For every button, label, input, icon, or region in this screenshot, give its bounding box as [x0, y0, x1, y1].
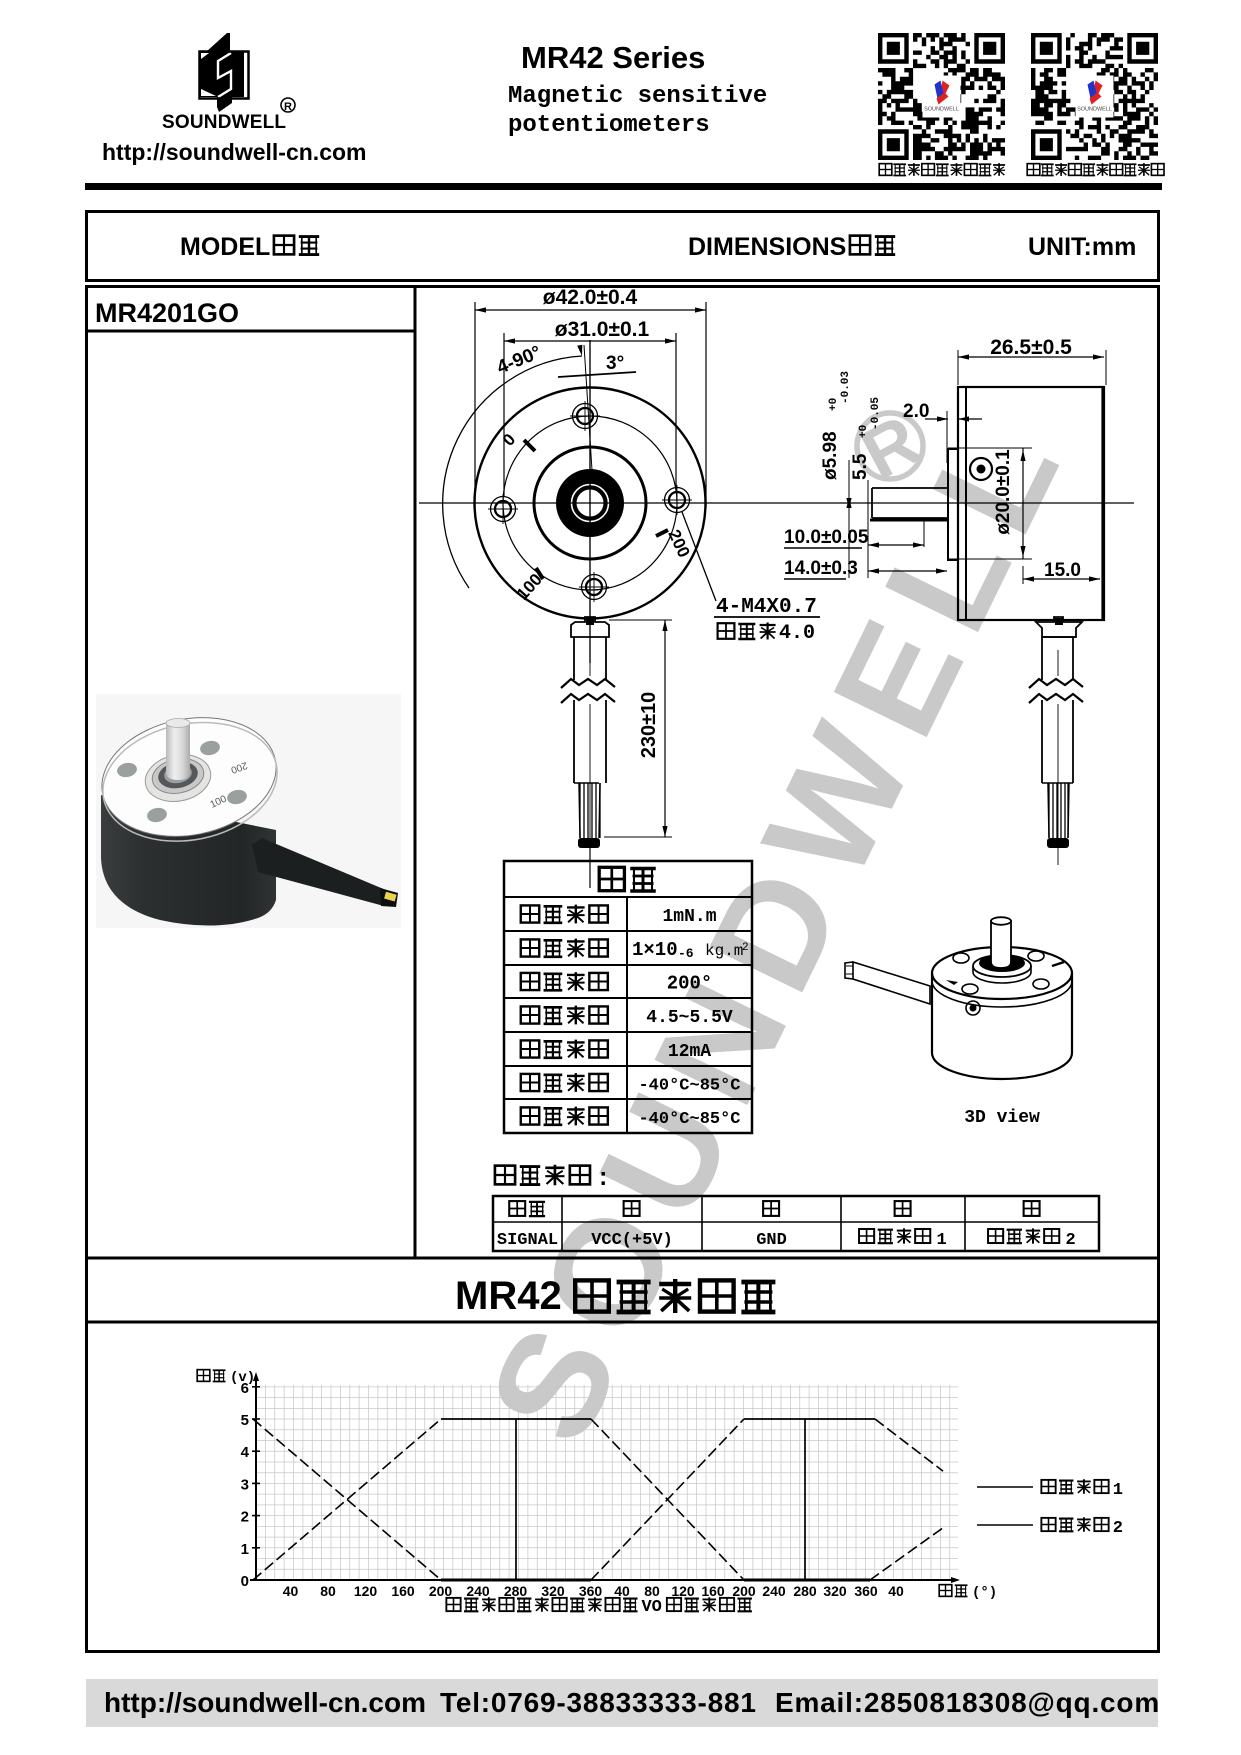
svg-text:MR42: MR42 — [455, 1274, 562, 1318]
svg-text:280: 280 — [504, 1583, 528, 1599]
svg-text:240: 240 — [466, 1583, 490, 1599]
svg-text:3D view: 3D view — [964, 1108, 1040, 1128]
svg-text:1: 1 — [1113, 1481, 1123, 1500]
svg-text:240: 240 — [762, 1583, 786, 1599]
svg-text:R: R — [284, 101, 292, 113]
svg-text:DIMENSIONS: DIMENSIONS — [688, 233, 846, 261]
svg-text:120: 120 — [671, 1583, 695, 1599]
svg-text:230±10: 230±10 — [638, 692, 660, 759]
svg-text:4-M4X0.7: 4-M4X0.7 — [716, 596, 817, 619]
svg-text:160: 160 — [701, 1583, 725, 1599]
svg-text:SIGNAL: SIGNAL — [497, 1231, 558, 1250]
svg-text:-0.03: -0.03 — [840, 371, 852, 404]
svg-text:http://soundwell-cn.com: http://soundwell-cn.com — [102, 139, 367, 165]
svg-text:12mA: 12mA — [668, 1042, 711, 1062]
svg-text:ø20.0±0.1: ø20.0±0.1 — [993, 449, 1014, 535]
svg-text:potentiometers: potentiometers — [508, 112, 710, 139]
svg-text:1: 1 — [936, 1231, 946, 1250]
svg-text:MR42 Series: MR42 Series — [521, 40, 705, 75]
svg-text:2: 2 — [1065, 1231, 1075, 1250]
svg-text:-6: -6 — [678, 946, 694, 961]
svg-text:1×10: 1×10 — [632, 939, 678, 961]
svg-text:320: 320 — [541, 1583, 565, 1599]
svg-text:-40°C~85°C: -40°C~85°C — [638, 1077, 740, 1096]
svg-text:SOUNDWELL: SOUNDWELL — [162, 112, 286, 133]
svg-text:2.0: 2.0 — [903, 401, 929, 422]
svg-text:3: 3 — [241, 1476, 249, 1493]
svg-text:(v): (v) — [230, 1370, 255, 1386]
svg-text:http://soundwell-cn.com: http://soundwell-cn.com — [104, 1687, 426, 1718]
svg-text:320: 320 — [823, 1583, 847, 1599]
svg-text:MR4201GO: MR4201GO — [95, 298, 239, 328]
svg-text:ø5.98: ø5.98 — [820, 431, 841, 480]
svg-text:120: 120 — [354, 1583, 378, 1599]
svg-text:2: 2 — [1113, 1519, 1123, 1538]
svg-text:Magnetic sensitive: Magnetic sensitive — [508, 83, 767, 110]
svg-text:ø31.0±0.1: ø31.0±0.1 — [555, 318, 650, 341]
svg-text:5: 5 — [241, 1412, 249, 1429]
svg-text:2: 2 — [241, 1509, 249, 1526]
svg-text:GND: GND — [756, 1231, 787, 1250]
svg-text:280: 280 — [793, 1583, 817, 1599]
svg-text:4.0: 4.0 — [779, 622, 815, 645]
svg-text:10.0±0.05: 10.0±0.05 — [784, 527, 869, 548]
svg-text:+0: +0 — [858, 425, 870, 438]
svg-text:40: 40 — [888, 1583, 904, 1599]
svg-text:6: 6 — [241, 1380, 249, 1397]
svg-text:14.0±0.3: 14.0±0.3 — [784, 558, 858, 579]
svg-text:kg.m: kg.m — [705, 942, 743, 960]
svg-text:MODEL: MODEL — [180, 233, 270, 261]
svg-text:80: 80 — [644, 1583, 660, 1599]
svg-text:-0.05: -0.05 — [870, 397, 882, 430]
svg-text:ø42.0±0.4: ø42.0±0.4 — [543, 286, 638, 309]
svg-text:(°): (°) — [972, 1585, 997, 1601]
svg-text:Tel:0769-38833333-881: Tel:0769-38833333-881 — [440, 1687, 757, 1718]
svg-text:+0: +0 — [828, 398, 840, 411]
svg-text:200°: 200° — [667, 973, 713, 995]
svg-text:SOUNDWELL: SOUNDWELL — [924, 107, 959, 113]
svg-text:5.5: 5.5 — [850, 453, 871, 480]
svg-text:200: 200 — [732, 1583, 756, 1599]
svg-text:15.0: 15.0 — [1044, 560, 1081, 581]
svg-text:SOUNDWELL: SOUNDWELL — [1077, 107, 1112, 113]
svg-text:VO: VO — [641, 1598, 661, 1617]
svg-text:1mN.m: 1mN.m — [662, 907, 716, 927]
svg-text:160: 160 — [391, 1583, 415, 1599]
svg-text:3°: 3° — [606, 353, 624, 374]
svg-text:80: 80 — [320, 1583, 336, 1599]
svg-text:4: 4 — [241, 1444, 250, 1461]
svg-text:40: 40 — [614, 1583, 630, 1599]
svg-text:Email:2850818308@qq.com: Email:2850818308@qq.com — [775, 1687, 1160, 1718]
svg-text:200: 200 — [429, 1583, 453, 1599]
svg-text:1: 1 — [241, 1541, 249, 1558]
svg-text:0: 0 — [241, 1573, 249, 1590]
svg-text:UNIT:mm: UNIT:mm — [1028, 233, 1136, 261]
svg-text:360: 360 — [579, 1583, 603, 1599]
svg-text::: : — [596, 1166, 610, 1193]
svg-text:VCC(+5V): VCC(+5V) — [591, 1231, 673, 1250]
svg-text:2: 2 — [742, 942, 749, 954]
svg-text:-40°C~85°C: -40°C~85°C — [638, 1110, 740, 1129]
svg-text:360: 360 — [854, 1583, 878, 1599]
svg-text:40: 40 — [283, 1583, 299, 1599]
svg-text:26.5±0.5: 26.5±0.5 — [990, 336, 1072, 359]
svg-text:4.5~5.5V: 4.5~5.5V — [646, 1008, 733, 1028]
